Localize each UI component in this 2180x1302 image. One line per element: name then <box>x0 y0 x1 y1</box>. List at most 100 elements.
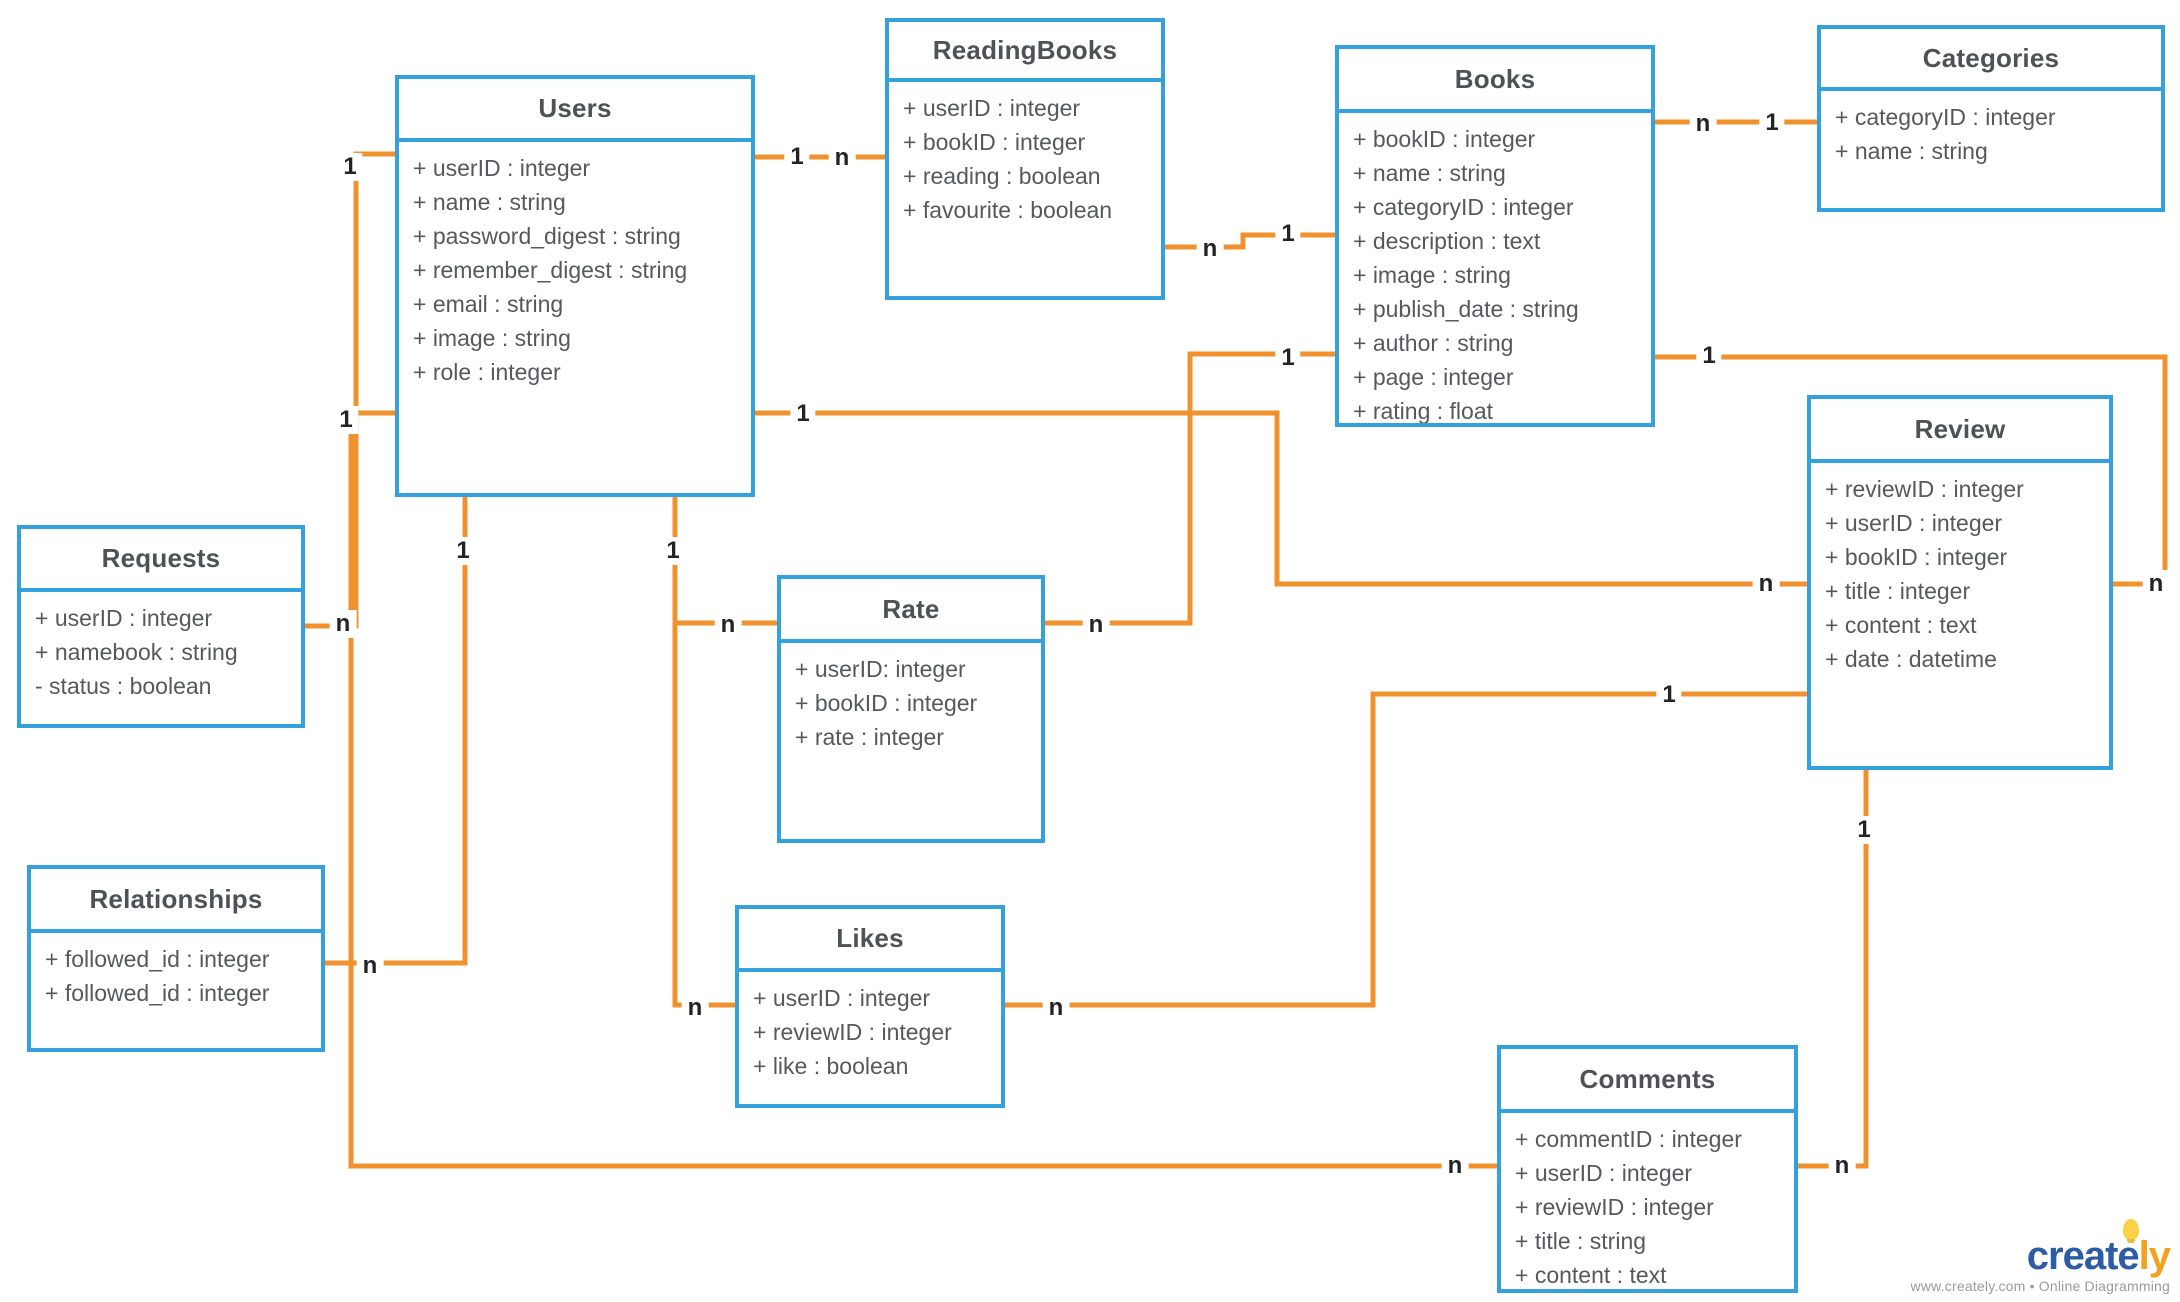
cardinality-label: n <box>1828 1152 1856 1180</box>
connector-users-comments[interactable] <box>348 410 1497 1169</box>
attribute-row: + content : text <box>1515 1262 1667 1288</box>
entity-title-review: Review <box>1811 399 2109 463</box>
attribute-row: + userID : integer <box>753 985 931 1011</box>
attribute-row: + favourite : boolean <box>903 197 1113 223</box>
entity-review[interactable]: Review+ reviewID : integer+ userID : int… <box>1807 395 2113 770</box>
attribute-row: + bookID : integer <box>903 129 1086 155</box>
entity-attributes-readingbooks: + userID : integer + bookID : integer + re… <box>889 82 1161 296</box>
attribute-row: + userID : integer <box>1515 1160 1693 1186</box>
connector-likes-review[interactable] <box>1005 691 1807 1008</box>
attribute-row: + userID : integer <box>413 155 591 181</box>
entity-title-readingbooks: ReadingBooks <box>889 22 1161 82</box>
connector-review-comments[interactable] <box>1798 770 1869 1169</box>
attribute-row: + page : integer <box>1353 364 1514 390</box>
creately-logo: creately <box>1911 1219 2171 1278</box>
attribute-row: + rate : integer <box>795 724 944 750</box>
cardinality-label: 1 <box>790 400 816 428</box>
entity-attributes-users: + userID : integer+ name : string+ passw… <box>399 142 751 493</box>
entity-users[interactable]: Users + userID : integer + name : string + … <box>395 75 755 497</box>
connector-users-relationships[interactable] <box>325 497 468 966</box>
cardinality-label: n <box>1196 235 1224 263</box>
attribute-row: + image : string <box>413 325 571 351</box>
cardinality-label: n <box>1441 1152 1469 1180</box>
entity-attributes-comments: + commentID : integer + userID : integer +… <box>1501 1113 1794 1289</box>
attribute-row: + categoryID : integer <box>1353 194 1574 220</box>
cardinality-label: n <box>1752 570 1780 598</box>
attribute-row: + role : integer <box>413 359 561 385</box>
connector-readingbooks-books[interactable] <box>1165 232 1335 250</box>
creately-tagline: www.creately.com • Online Diagramming <box>1910 1278 2170 1294</box>
cardinality-label: 1 <box>1696 342 1722 370</box>
entity-attributes-categories: + categoryID : integer+ name : string <box>1821 91 2161 208</box>
entity-title-requests: Requests <box>21 529 301 592</box>
attribute-row: + like : boolean <box>753 1053 909 1079</box>
entity-rate[interactable]: Rate+ userID: integer+ bookID : integer+… <box>777 575 1045 843</box>
entity-attributes-review: + reviewID : integer+ userID : integer+ … <box>1811 463 2109 766</box>
attribute-row: + reading : boolean <box>903 163 1101 189</box>
cardinality-label: 1 <box>1275 220 1301 248</box>
cardinality-label: 1 <box>450 537 476 565</box>
attribute-row: + name : string <box>413 189 566 215</box>
entity-attributes-books: + bookID : integer + name : string + categ… <box>1339 113 1651 423</box>
attribute-row: + author : string <box>1353 330 1514 356</box>
attribute-row: + bookID : integer <box>1353 126 1536 152</box>
entity-title-categories: Categories <box>1821 29 2161 91</box>
attribute-row: + userID: integer <box>795 656 966 682</box>
attribute-row: + bookID : integer <box>1825 544 2008 570</box>
attribute-row: + reviewID : integer <box>1515 1194 1714 1220</box>
attribute-row: + bookID : integer <box>795 690 978 716</box>
entity-title-comments: Comments <box>1501 1049 1794 1113</box>
attribute-row: + date : datetime <box>1825 646 1997 672</box>
logo-text-create: create <box>2026 1234 2140 1278</box>
attribute-row: + followed_id : integer <box>45 980 270 1006</box>
connector-users-rate[interactable] <box>672 497 777 626</box>
attribute-row: + email : string <box>413 291 564 317</box>
attribute-row: + reviewID : integer <box>1825 476 2024 502</box>
attribute-row: + userID : integer <box>35 605 213 631</box>
attribute-row: - status : boolean <box>35 673 212 699</box>
attribute-row: + commentID : integer <box>1515 1126 1742 1152</box>
creately-watermark: creately www.creately.com • Online Diagr… <box>1910 1219 2171 1294</box>
entity-title-users: Users <box>399 79 751 142</box>
cardinality-label: n <box>2142 570 2170 598</box>
cardinality-label: 1 <box>660 537 686 565</box>
attribute-row: + namebook : string <box>35 639 238 665</box>
connector-rate-books[interactable] <box>1045 351 1335 626</box>
cardinality-label: n <box>1042 994 1070 1022</box>
cardinality-label: n <box>1082 611 1110 639</box>
cardinality-label: n <box>1689 110 1717 138</box>
attribute-row: + name : string <box>1353 160 1506 186</box>
connector-books-review[interactable] <box>1655 354 2168 587</box>
attribute-row: + image : string <box>1353 262 1511 288</box>
attribute-row: + content : text <box>1825 612 1977 638</box>
cardinality-label: n <box>329 610 357 638</box>
entity-readingbooks[interactable]: ReadingBooks + userID : integer + bookID :… <box>885 18 1165 300</box>
cardinality-label: 1 <box>333 406 359 434</box>
entity-requests[interactable]: Requests + userID : integer + namebook : s… <box>17 525 305 728</box>
connector-users-likes[interactable] <box>672 623 735 1008</box>
entity-title-likes: Likes <box>739 909 1001 972</box>
lightbulb-icon <box>2123 1219 2139 1243</box>
attribute-row: + userID : integer <box>903 95 1081 121</box>
connector-users-review[interactable] <box>755 410 1807 587</box>
attribute-row: + name : string <box>1835 138 1988 164</box>
entity-title-rate: Rate <box>781 579 1041 643</box>
entity-comments[interactable]: Comments + commentID : integer + userID : … <box>1497 1045 1798 1293</box>
cardinality-label: n <box>681 994 709 1022</box>
attribute-row: + description : text <box>1353 228 1541 254</box>
entity-books[interactable]: Books+ bookID : integer+ name : string+ … <box>1335 45 1655 427</box>
entity-categories[interactable]: Categories+ categoryID : integer+ name :… <box>1817 25 2165 212</box>
logo-text-ly: ly <box>2138 1234 2171 1278</box>
cardinality-label: 1 <box>1656 681 1682 709</box>
entity-relationships[interactable]: Relationships+ followed_id : integer+ fo… <box>27 865 325 1052</box>
attribute-row: + reviewID : integer <box>753 1019 952 1045</box>
attribute-row: + rating : float <box>1353 398 1493 423</box>
cardinality-label: n <box>356 952 384 980</box>
entity-attributes-rate: + userID: integer + bookID : integer + rat… <box>781 643 1041 839</box>
cardinality-label: 1 <box>1759 109 1785 137</box>
entity-likes[interactable]: Likes + userID : integer + reviewID : inte… <box>735 905 1005 1108</box>
cardinality-label: 1 <box>337 153 363 181</box>
cardinality-label: 1 <box>1851 816 1877 844</box>
